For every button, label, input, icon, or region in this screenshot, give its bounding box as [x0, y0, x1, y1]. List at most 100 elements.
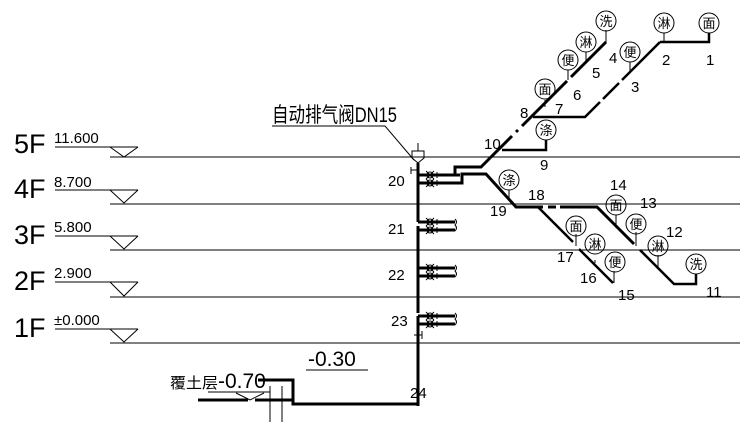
node-label-21: 21: [388, 221, 405, 238]
node-label-6: 6: [573, 87, 581, 104]
fixture-circle-icon: [595, 10, 617, 32]
fixture-basin-17: 面: [565, 215, 587, 237]
node-label-1: 1: [706, 52, 714, 69]
branch-pipe: [578, 248, 614, 284]
fixture-circle-icon: [575, 31, 597, 53]
floor-2f: 2F 2.900: [14, 265, 740, 298]
branch-pipe: [438, 156, 492, 177]
fixture-toilet-3: 便: [619, 41, 641, 63]
branch-pipe: [537, 206, 574, 243]
node-label-24: 24: [410, 385, 427, 402]
floor-4f: 4F 8.700: [14, 174, 740, 205]
fixture-basin-14: 面: [605, 194, 627, 216]
underground-supply: 24 -0.30 覆土层 -0.70: [170, 348, 427, 422]
elevation-label-3f: 5.800: [54, 219, 92, 236]
fixture-circle-icon: [565, 215, 587, 237]
fixture-symbol: 面: [610, 199, 623, 214]
valve-icon: [425, 311, 438, 329]
elevation-label-4f: 8.700: [54, 174, 92, 191]
level-triangle-icon: [109, 235, 139, 250]
air-valve-annotation: 自动排气阀DN15: [272, 104, 415, 161]
floor-label-1f: 1F: [14, 313, 46, 343]
branch-pipe: [488, 134, 514, 160]
fixture-symbol: 淋: [589, 238, 602, 253]
fixture-laundry-19: 涤: [498, 169, 520, 191]
fixture-circle-icon: [604, 251, 626, 273]
soil-cover-value: -0.70: [218, 370, 266, 393]
branch-4f: 涤 面 淋 便 面 便 淋 洗 11 1: [438, 169, 722, 304]
branch-pipe: [502, 140, 548, 152]
fixture-shower-16: 淋: [584, 233, 606, 255]
node-label-7: 7: [555, 101, 563, 118]
node-label-16: 16: [580, 270, 597, 287]
soil-cover-prefix: 覆土层: [170, 374, 218, 392]
fixture-symbol: 面: [703, 17, 716, 32]
fixture-circle-icon: [685, 253, 707, 275]
fixture-circle-icon: [498, 169, 520, 191]
branch-valves-2f: [418, 263, 457, 281]
break-symbol-icon: [454, 264, 457, 278]
branch-pipe: [560, 205, 636, 246]
fixture-basin-8: 面: [534, 78, 556, 100]
fixture-basin-1: 面: [698, 12, 720, 34]
floor-3f: 3F 5.800: [14, 219, 740, 251]
node-label-8: 8: [520, 105, 528, 122]
level-triangle-icon: [109, 189, 139, 204]
fixture-symbol: 淋: [658, 17, 671, 32]
branch-valves-1f: [418, 311, 457, 329]
fixture-symbol: 便: [624, 46, 637, 61]
node-label-22: 22: [388, 267, 405, 284]
fixture-shower-5: 淋: [575, 31, 597, 53]
floor-label-5f: 5F: [14, 129, 46, 159]
fixture-circle-icon: [698, 12, 720, 34]
fixture-circle-icon: [653, 12, 675, 34]
node-label-4: 4: [609, 50, 617, 67]
fixture-wash-4: 洗: [595, 10, 617, 32]
fixture-symbol: 涤: [503, 174, 516, 189]
node-label-17: 17: [557, 249, 574, 266]
fixture-circle-icon: [534, 78, 556, 100]
floor-1f: 1F ±0.000: [14, 312, 740, 344]
fixture-wash-11: 洗: [685, 253, 707, 275]
branch-pipe: [621, 41, 661, 81]
pipe-depth-label: -0.30: [308, 348, 356, 371]
fixture-toilet-6: 便: [557, 49, 579, 71]
level-triangle-icon: [235, 392, 265, 401]
floor-label-3f: 3F: [14, 220, 46, 250]
fixture-symbol: 便: [562, 54, 575, 69]
branch-pipe: [639, 249, 698, 286]
node-label-13: 13: [640, 195, 657, 212]
elevation-label-5f: 11.600: [54, 130, 99, 147]
elevation-label-2f: 2.900: [54, 265, 92, 282]
fixture-circle-icon: [647, 235, 669, 257]
node-label-18: 18: [528, 187, 545, 204]
branch-pipe: [438, 172, 543, 209]
branch-pipe: [514, 128, 520, 134]
main-riser: 20 21 22 23: [388, 143, 460, 406]
fixture-circle-icon: [625, 213, 647, 235]
node-label-3: 3: [631, 79, 639, 96]
level-triangle-icon: [109, 281, 139, 297]
fixture-circle-icon: [535, 119, 557, 141]
node-label-20: 20: [388, 173, 405, 190]
fixture-shower-12: 淋: [647, 235, 669, 257]
valve-icon: [425, 170, 438, 188]
branch-pipe: [569, 40, 608, 79]
floor-label-4f: 4F: [14, 174, 46, 204]
fixture-circle-icon: [584, 233, 606, 255]
leader-line: [384, 125, 415, 161]
level-triangle-icon: [109, 328, 139, 343]
fixture-circle-icon: [605, 194, 627, 216]
fixture-laundry-9: 涤: [535, 119, 557, 141]
node-label-9: 9: [540, 157, 548, 174]
branch-pipe: [533, 101, 601, 119]
fixture-toilet-15: 便: [604, 251, 626, 273]
branch-pipe: [602, 82, 620, 100]
branch-valves-3f: [418, 217, 457, 235]
fixture-symbol: 洗: [690, 258, 703, 273]
node-label-15: 15: [618, 287, 635, 304]
branch-pipe: [660, 33, 711, 44]
fixture-toilet-13: 便: [625, 213, 647, 235]
air-valve-icon: [411, 150, 425, 164]
